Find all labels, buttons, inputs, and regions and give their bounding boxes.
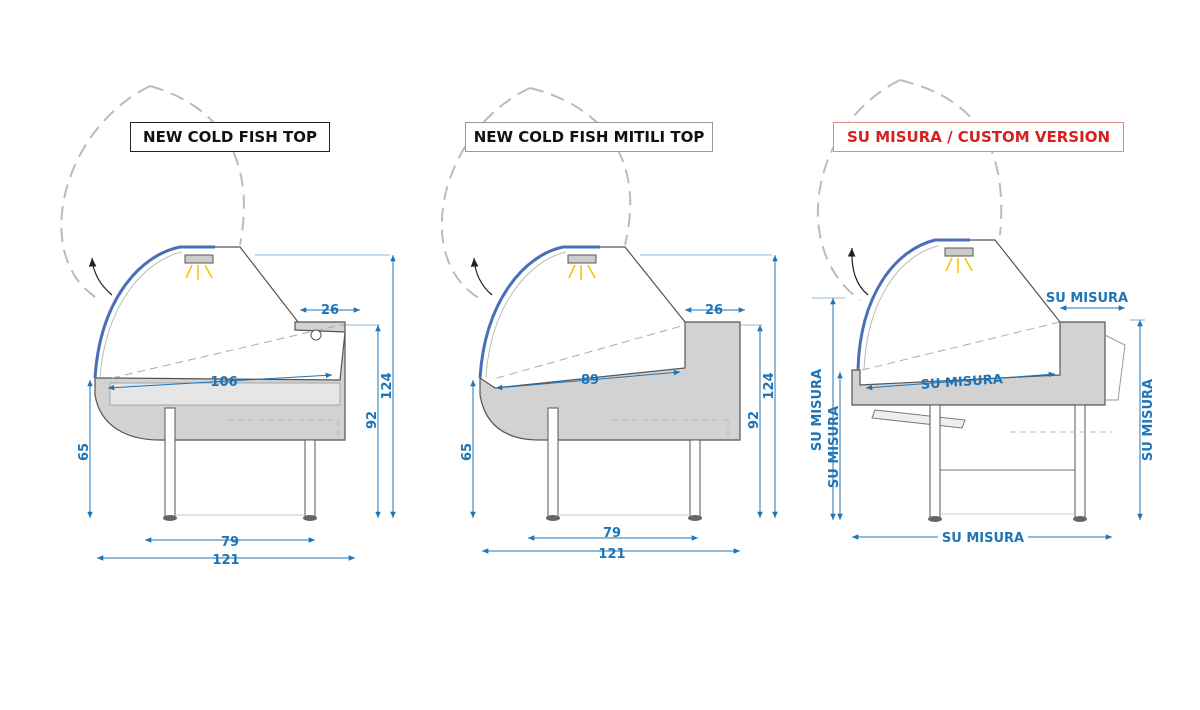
dim-depth-shelf: 26	[321, 303, 339, 318]
shelf-dashed	[111, 324, 341, 379]
dim-depth-shelf: SU MISURA	[1046, 291, 1128, 306]
diagram-cold-fish-mitili-top: 65 92 124 26 89 79 121	[440, 87, 778, 562]
dim-width-tray: SU MISURA	[920, 372, 1003, 393]
canopy	[215, 246, 299, 323]
curved-glass	[93, 245, 215, 379]
door-swing-arc	[816, 79, 1003, 301]
dim-width-base: 79	[221, 535, 239, 550]
counter-body	[479, 321, 741, 441]
diagram-cold-fish-top: 65 92 124 26 106 79 121	[60, 85, 396, 568]
canopy	[970, 239, 1061, 323]
tray-support	[871, 409, 966, 429]
leg-left	[164, 407, 176, 517]
opening-arrow	[470, 257, 493, 296]
dim-width-base: 79	[603, 526, 621, 541]
dim-height-front: 65	[460, 443, 475, 461]
diagram-custom-version: SU MISURA SU MISURA SU MISURA SU MISURA …	[810, 79, 1156, 546]
lamp-icon	[944, 247, 974, 273]
dim-height-front: 65	[77, 443, 92, 461]
control-knob	[310, 329, 322, 341]
canopy	[600, 246, 686, 323]
dim-depth-shelf: 26	[705, 303, 723, 318]
glass-inner	[99, 251, 183, 379]
dim-width-total: 121	[598, 547, 625, 562]
dim-width-total: SU MISURA	[942, 531, 1024, 546]
rear-tray	[1104, 334, 1126, 401]
opening-arrow	[847, 247, 869, 296]
dim-height-total: 124	[380, 372, 395, 399]
curved-glass	[856, 238, 970, 371]
leg-right	[304, 439, 316, 517]
dim-height-counter: 92	[747, 411, 762, 429]
glass-inner	[485, 251, 567, 379]
dim-height-right: SU MISURA	[1141, 379, 1156, 461]
leg-right	[1074, 404, 1086, 518]
dim-width-tray: 89	[581, 373, 599, 388]
dim-height-counter: 92	[365, 411, 380, 429]
title-custom-version: SU MISURA / CUSTOM VERSION	[833, 122, 1124, 152]
shelf-dashed	[496, 324, 686, 379]
leg-right	[689, 439, 701, 517]
leg-left	[547, 407, 559, 517]
dim-width-tray: 106	[210, 375, 237, 390]
shelf-dashed	[861, 321, 1061, 371]
dim-width-total: 121	[212, 553, 239, 568]
door-swing-arc	[60, 85, 245, 301]
dim-height-front-inner: SU MISURA	[827, 406, 842, 488]
curved-glass	[478, 245, 600, 379]
title-new-cold-fish-mitili-top: NEW COLD FISH MITILI TOP	[465, 122, 713, 152]
lamp-icon	[184, 254, 214, 280]
lamp-icon	[567, 254, 597, 280]
opening-arrow	[88, 257, 113, 296]
dim-height-total: 124	[762, 372, 777, 399]
glass-inner	[863, 245, 939, 371]
door-swing-arc	[440, 87, 632, 301]
dim-height-front-outer: SU MISURA	[810, 369, 825, 451]
leg-left	[929, 404, 941, 518]
title-new-cold-fish-top: NEW COLD FISH TOP	[130, 122, 330, 152]
